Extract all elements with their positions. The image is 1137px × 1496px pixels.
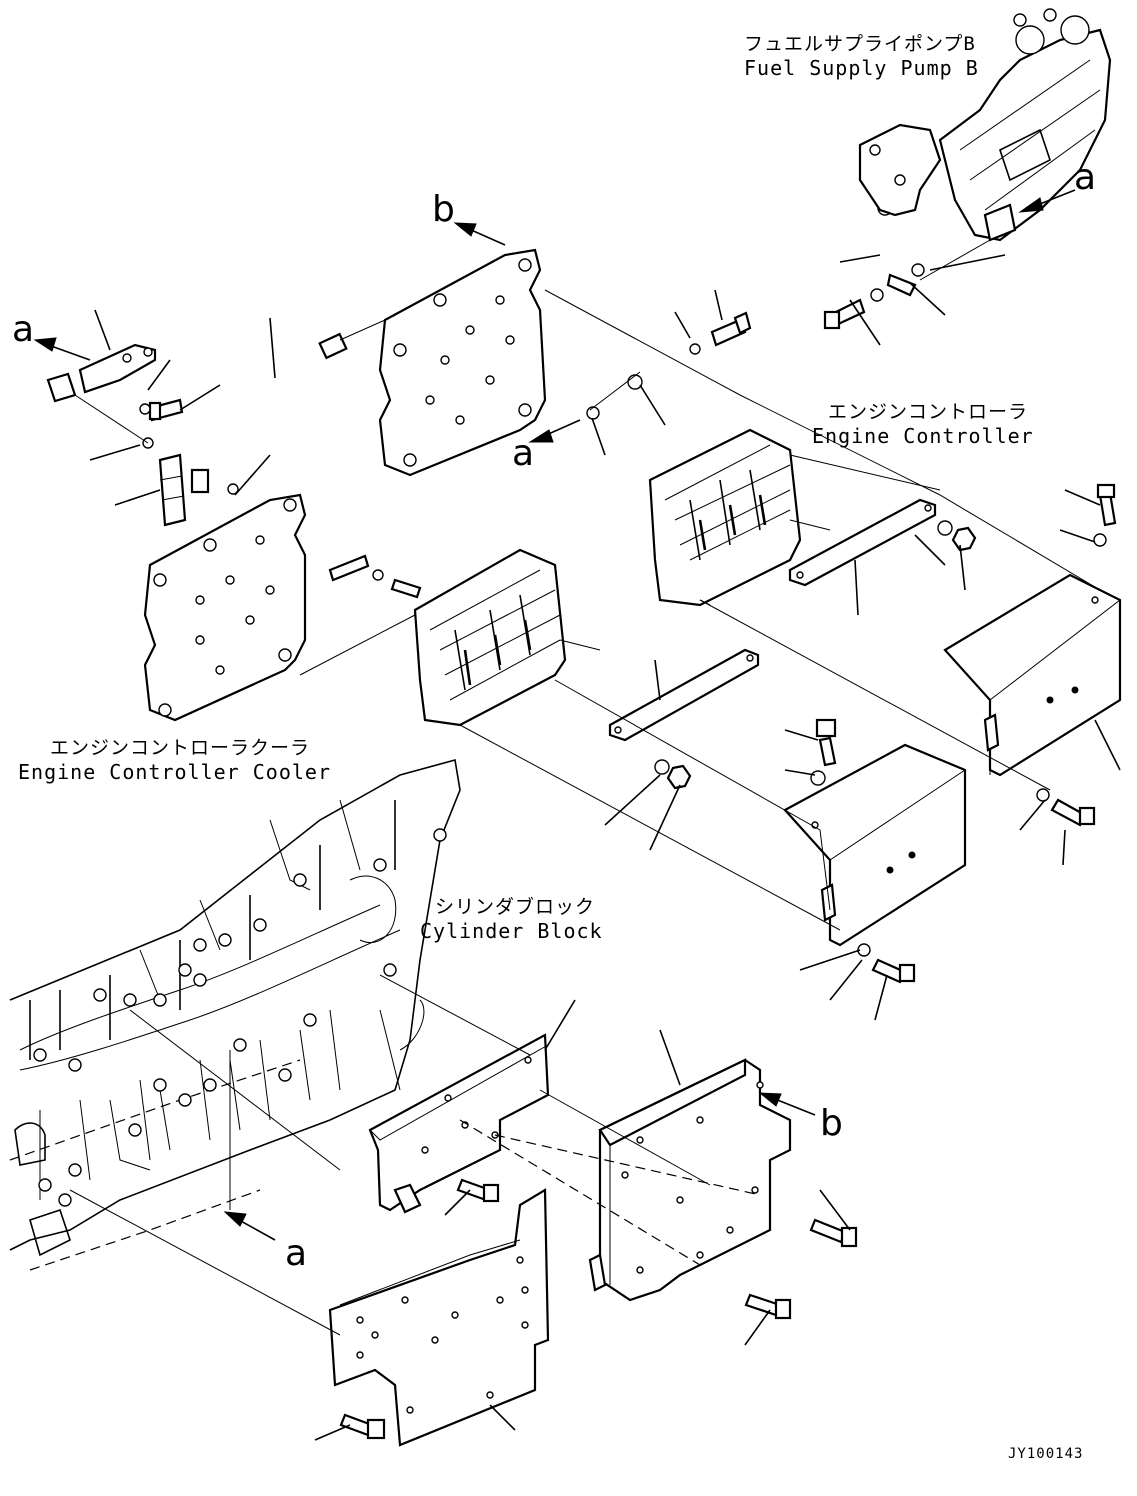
- washer-icon: [870, 288, 884, 302]
- bolt-icon: [815, 718, 837, 767]
- washer-icon: [937, 520, 953, 536]
- arrow-icon: [758, 1092, 816, 1116]
- ref-b-top: b: [432, 189, 455, 230]
- cylinder-block-label-en: Cylinder Block: [420, 919, 603, 943]
- bolt-icon: [710, 311, 752, 347]
- controller-cover-upper: [943, 573, 1122, 777]
- cooler-plate-lower: [143, 493, 307, 722]
- bolt-icon: [339, 1413, 386, 1440]
- mounting-bracket-left: [368, 1033, 550, 1214]
- ref-a-left: a: [12, 309, 35, 350]
- washer-icon: [227, 483, 239, 495]
- controller-cover-lower: [783, 743, 967, 947]
- washer-icon: [654, 759, 670, 775]
- washer-icon: [372, 569, 384, 581]
- washer-icon: [1093, 533, 1107, 547]
- arrow-icon: [453, 222, 506, 246]
- lower-bracket-plate: [328, 1188, 550, 1447]
- ref-a-middle: a: [512, 433, 535, 474]
- sensor-bracket: [78, 343, 157, 394]
- bolt-icon: [871, 958, 916, 984]
- coolant-pipe-right: [563, 357, 643, 390]
- mounting-bracket-right: [588, 1058, 792, 1302]
- bolt-icon: [148, 398, 184, 422]
- drawing-code: JY100143: [1008, 1446, 1084, 1462]
- bolt-icon: [1096, 483, 1117, 527]
- mounting-strap-upper: [788, 498, 937, 587]
- cooler-label-en: Engine Controller Cooler: [18, 760, 331, 784]
- bolt-icon: [390, 578, 422, 599]
- assembly-lines: [69, 239, 1101, 1336]
- ref-a-top-right: a: [1074, 157, 1097, 198]
- ref-a-bottom: a: [285, 1233, 308, 1274]
- cooler-label-jp: エンジンコントローラクーラ: [50, 737, 311, 759]
- engine-controller-label-jp: エンジンコントローラ: [828, 401, 1029, 423]
- pump-bracket: [858, 123, 942, 217]
- nut-icon: [951, 526, 977, 552]
- washer-icon: [1036, 788, 1050, 802]
- bolt-icon: [328, 554, 370, 582]
- washer-icon: [911, 263, 925, 277]
- arrow-icon: [223, 1211, 276, 1241]
- arrow-icon: [1018, 189, 1076, 213]
- washer-icon: [689, 343, 701, 355]
- nut-icon: [666, 764, 692, 790]
- cylinder-block-label-jp: シリンダブロック: [435, 896, 596, 918]
- fuel-pump-label-jp: フュエルサプライポンプB: [744, 33, 976, 55]
- coolant-hose: [190, 332, 348, 494]
- fuel-supply-pump: [938, 8, 1112, 242]
- fuel-pipe-top: [877, 200, 917, 297]
- cylinder-block-drawing: [9, 758, 461, 1271]
- ref-b-right: b: [820, 1103, 843, 1144]
- cooler-plate-upper: [378, 248, 547, 477]
- leader-lines: [89, 254, 1121, 1441]
- reference-arrows: [33, 189, 1076, 1241]
- washer-icon: [586, 406, 600, 420]
- nut-icon: [46, 372, 77, 403]
- bolt-icon: [823, 298, 866, 330]
- engine-controller-lower: [413, 548, 601, 727]
- mounting-strap-lower: [608, 648, 760, 742]
- washer-icon: [139, 403, 151, 415]
- bolt-icon: [809, 1218, 858, 1248]
- fuel-pump-label-en: Fuel Supply Pump B: [744, 56, 979, 80]
- bolt-icon: [1050, 798, 1096, 827]
- bolt-icon: [456, 1178, 500, 1203]
- engine-controller-label-en: Engine Controller: [812, 424, 1034, 448]
- arrow-icon: [33, 337, 91, 361]
- pipe-fitting-left: [158, 453, 187, 527]
- arrow-icon: [528, 419, 581, 443]
- bolts: [148, 298, 1117, 1440]
- bolt-icon: [744, 1293, 792, 1320]
- washer-icon: [810, 770, 826, 786]
